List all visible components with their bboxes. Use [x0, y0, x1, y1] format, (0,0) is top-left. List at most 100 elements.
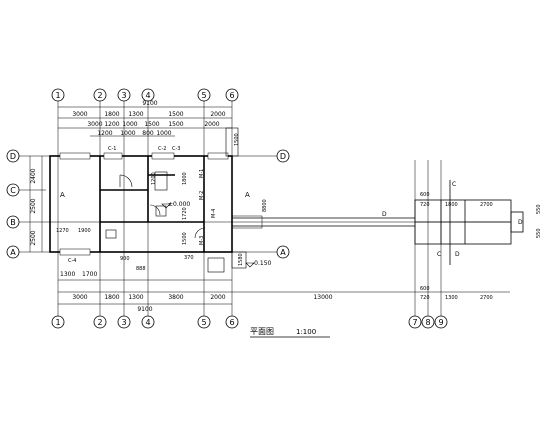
elevation-triangles — [161, 203, 255, 268]
dim-left-2: 2500 — [30, 198, 37, 213]
gate-axis-d-bottom: D — [455, 251, 460, 258]
misc-dim-4: 1500 — [182, 232, 188, 245]
tag-c1: C-1 — [108, 146, 116, 152]
gate-dim-right-2: 550 — [536, 228, 542, 238]
gate-dim-bottom-1: 600 — [420, 286, 430, 292]
dim-bottom-5: 2000 — [210, 294, 225, 301]
axis-label-bottom-1: 1 — [55, 318, 60, 327]
dim-top-r1-5: 2000 — [210, 111, 225, 118]
dim-top-total: 9100 — [142, 100, 157, 107]
canopy-beam — [231, 215, 415, 229]
axis-label-top-4: 4 — [145, 91, 150, 100]
section-markers — [49, 190, 233, 205]
dim-left-inner-4: 1700 — [82, 271, 97, 278]
elevation-outside: -0.150 — [252, 260, 272, 267]
axis-label-bottom-4: 4 — [145, 318, 150, 327]
misc-dim-5: 370 — [184, 255, 194, 261]
axis-label-bottom-9: 9 — [438, 318, 443, 327]
gate-dim-bottom-2: 720 — [420, 295, 430, 301]
dim-top-r1-2: 1800 — [104, 111, 119, 118]
section-mark-d: D — [382, 211, 387, 218]
misc-dim-6: 900 — [120, 256, 130, 262]
dimension-lines-bottom — [58, 279, 510, 305]
section-mark-left: A — [60, 191, 65, 199]
gate-dim-top-3: 1800 — [445, 202, 458, 208]
dim-bottom-canopy: 13000 — [313, 294, 332, 301]
tag-c2: C-2 — [158, 146, 166, 152]
gate-axis-c-bottom: C — [437, 251, 441, 258]
misc-dim-7: 888 — [136, 266, 146, 272]
axis-label-top-1: 1 — [55, 91, 60, 100]
gate-axis-c-top: C — [452, 181, 456, 188]
dim-bottom-total: 9100 — [137, 306, 152, 313]
gate-dim-bottom-3: 1300 — [445, 295, 458, 301]
axis-label-top-3: 3 — [121, 91, 126, 100]
dim-bottom-2: 1800 — [104, 294, 119, 301]
dim-bottom-4: 3800 — [168, 294, 183, 301]
axis-label-bottom-5: 5 — [201, 318, 206, 327]
dim-top-r2-2: 1200 — [104, 121, 119, 128]
axis-label-left-b: B — [10, 218, 16, 227]
tag-m3: M-3 — [199, 236, 205, 245]
axis-label-left-c: C — [10, 186, 16, 195]
axis-label-bottom-7: 7 — [412, 318, 417, 327]
dim-right-side-2: 8800 — [262, 199, 268, 212]
gate-dim-top-1: 600 — [420, 192, 430, 198]
misc-dim-2: 1800 — [182, 172, 188, 185]
dim-top-r1-1: 3000 — [72, 111, 87, 118]
tag-m4: M-4 — [211, 209, 217, 218]
gate-dim-top-4: 2700 — [480, 202, 493, 208]
misc-dim-1: 1200 — [151, 172, 157, 185]
gate-dim-top-2: 720 — [420, 202, 430, 208]
axis-label-top-6: 6 — [229, 91, 234, 100]
misc-dim-3: 1720 — [182, 207, 188, 220]
interior-elements — [105, 127, 247, 273]
dim-top-r2-5: 1500 — [168, 121, 183, 128]
dim-left-3: 2500 — [30, 230, 37, 245]
dim-left-inner-3: 1300 — [60, 271, 75, 278]
dim-top-r2-3: 1000 — [122, 121, 137, 128]
elevation-floor: ±0.000 — [168, 201, 190, 208]
dim-top-r1-4: 1500 — [168, 111, 183, 118]
axis-label-bottom-6: 6 — [229, 318, 234, 327]
gate-dim-right-1: 550 — [536, 204, 542, 214]
dim-top-r1-3: 1300 — [128, 111, 143, 118]
drawing-title: 平面图 — [250, 327, 274, 336]
dim-right-side-3: 1580 — [238, 253, 244, 266]
dim-top-r3-3: 800 — [142, 130, 154, 137]
tag-c4: C-4 — [68, 258, 76, 264]
section-mark-right: A — [245, 191, 250, 199]
axis-label-right-d: D — [280, 152, 286, 161]
dim-bottom-3: 1300 — [128, 294, 143, 301]
axis-label-left-a: A — [10, 248, 16, 257]
gate-axis-d-end: D — [518, 219, 523, 226]
tag-m2: M-2 — [199, 191, 205, 200]
axis-label-top-2: 2 — [97, 91, 102, 100]
axis-label-right-a: A — [280, 248, 286, 257]
dim-left-inner-1: 1270 — [56, 228, 69, 234]
dimension-lines-left — [29, 156, 43, 252]
tag-c3: C-3 — [172, 146, 180, 152]
axis-label-bottom-3: 3 — [121, 318, 126, 327]
dim-top-r3-2: 1000 — [120, 130, 135, 137]
tag-m1: M-1 — [199, 169, 205, 178]
dim-top-r2-6: 2000 — [204, 121, 219, 128]
dim-right-side-1: 1500 — [234, 133, 240, 146]
door-swings — [119, 174, 206, 239]
drawing-scale: 1:100 — [296, 328, 316, 336]
axis-label-bottom-2: 2 — [97, 318, 102, 327]
dim-top-r3-4: 1000 — [156, 130, 171, 137]
gate-structure — [414, 180, 524, 265]
axis-label-top-5: 5 — [201, 91, 206, 100]
dim-top-r2-4: 1500 — [144, 121, 159, 128]
dim-bottom-1: 3000 — [72, 294, 87, 301]
dim-top-r2-1: 3000 — [87, 121, 102, 128]
dim-top-r3-1: 1200 — [97, 130, 112, 137]
axis-label-left-d: D — [10, 152, 16, 161]
gate-dim-bottom-4: 2700 — [480, 295, 493, 301]
dimension-lines-top — [58, 106, 232, 137]
dim-left-inner-2: 1900 — [78, 228, 91, 234]
axis-label-bottom-8: 8 — [425, 318, 430, 327]
